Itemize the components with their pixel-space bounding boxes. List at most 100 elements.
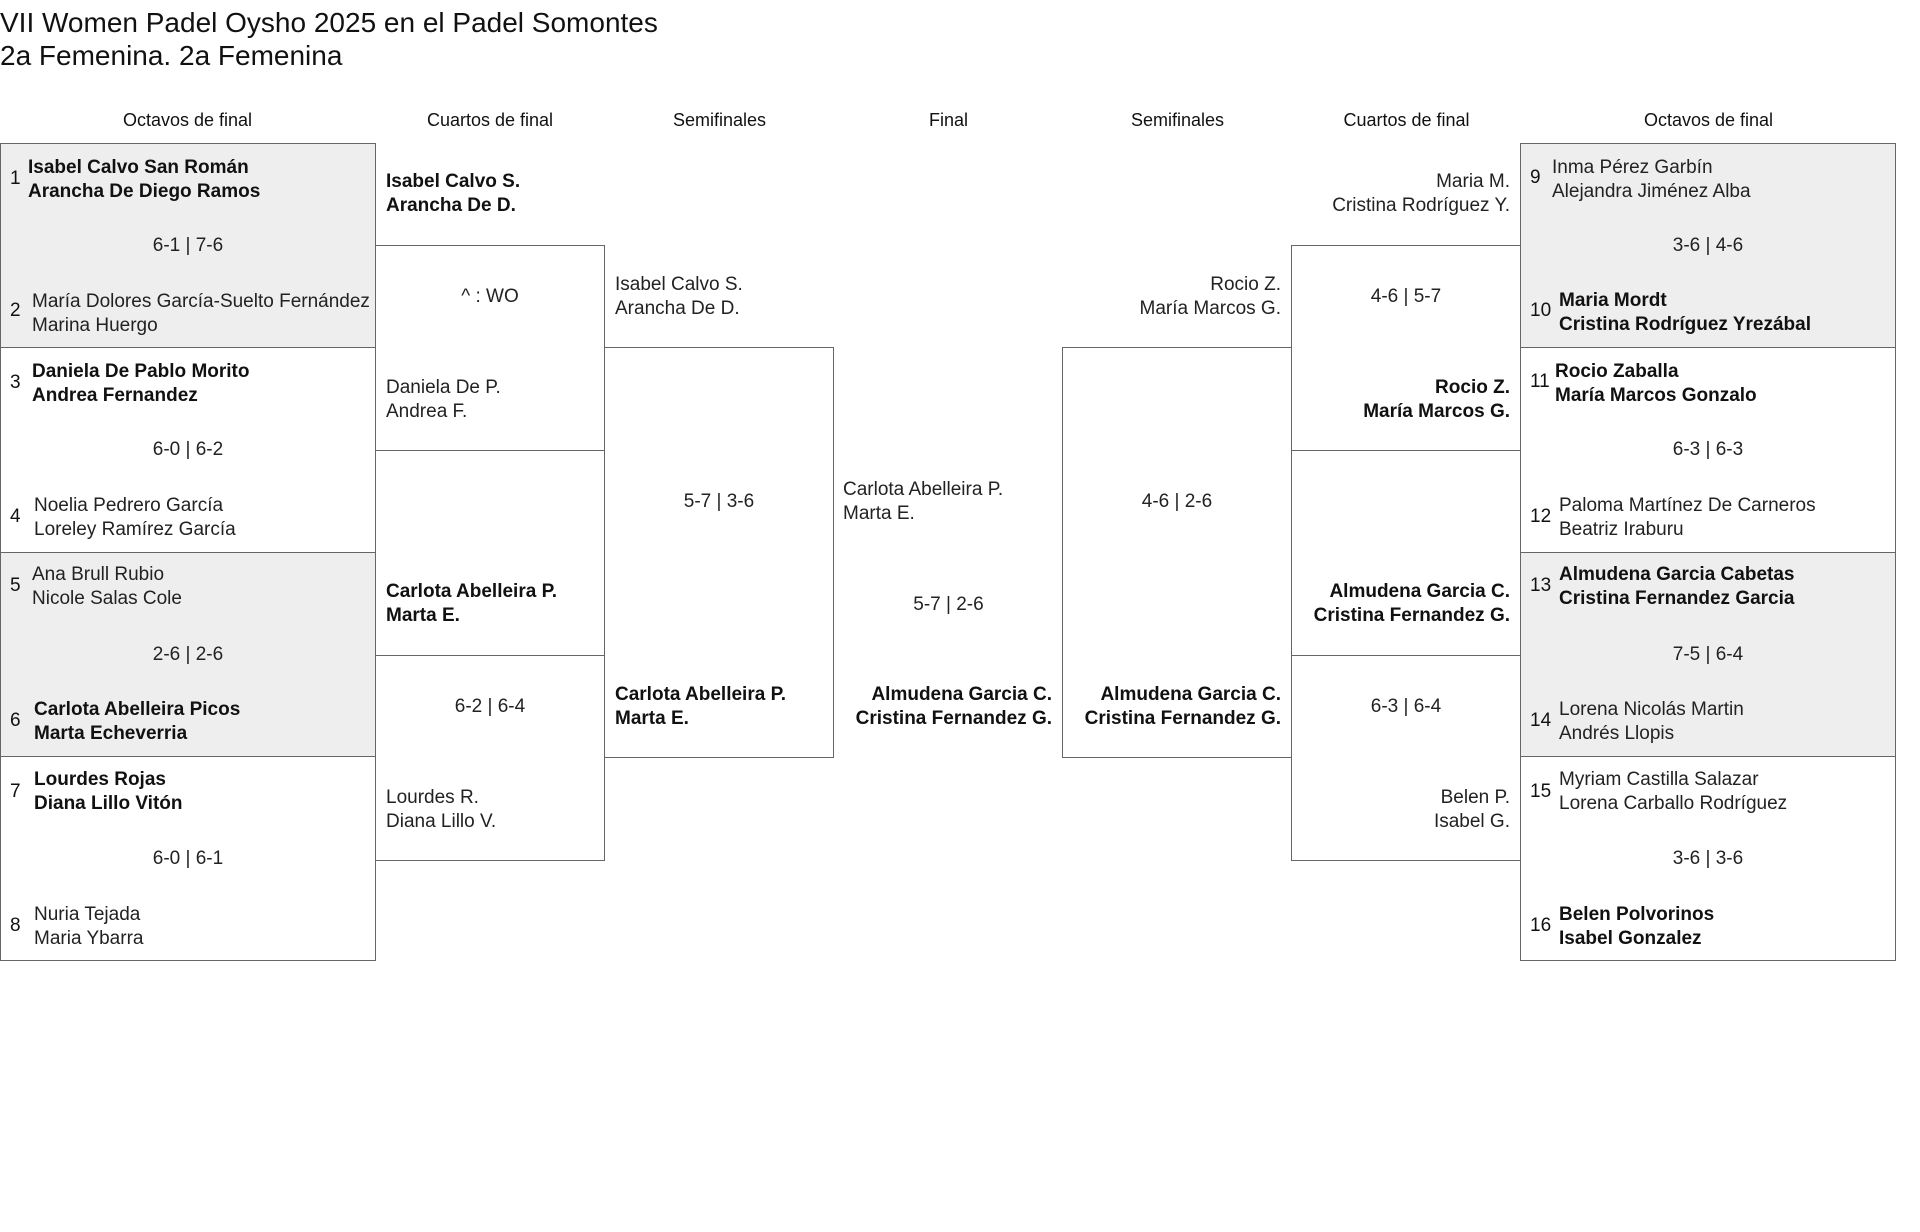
match-score: 6-1 | 7-6 <box>152 235 224 256</box>
player-name: Rocio Z. <box>1435 377 1510 398</box>
qf-2-team-top: Carlota Abelleira P.Marta E. <box>386 580 557 628</box>
player-name: Almudena Garcia C. <box>1100 684 1281 705</box>
player-name: Rocio Z. <box>1210 274 1281 295</box>
player-name: María Marcos G. <box>1139 298 1281 319</box>
player-name: Paloma Martínez De Carneros <box>1559 495 1816 516</box>
qf-3-team-bottom: Rocio Z. María Marcos G. <box>1292 376 1510 424</box>
player-name: María Dolores García-Suelto Fernández <box>32 291 370 312</box>
player-name: Lorena Carballo Rodríguez <box>1559 793 1788 814</box>
match-qf-4-frame[interactable] <box>1291 655 1521 861</box>
round-header-right-r16: Octavos de final <box>1643 110 1774 130</box>
seed-number: 16 <box>1530 915 1552 936</box>
match-sf-1-frame[interactable] <box>604 347 834 758</box>
match-qf-3-frame[interactable] <box>1291 245 1521 451</box>
player-name: Rocio Zaballa <box>1555 361 1679 382</box>
player-name: Isabel Calvo S. <box>615 274 743 295</box>
round-header-left-r16: Octavos de final <box>122 110 253 130</box>
player-name: Carlota Abelleira Picos <box>34 699 241 720</box>
player-name: Carlota Abelleira P. <box>615 684 787 705</box>
seed-number: 1 <box>10 168 21 189</box>
seed-number: 7 <box>10 781 21 802</box>
player-name: Almudena Garcia C. <box>1329 581 1510 602</box>
player-name: Arancha De D. <box>615 298 740 319</box>
page-title: VII Women Padel Oysho 2025 en el Padel S… <box>0 7 658 38</box>
final-team-top: Carlota Abelleira P. Marta E. <box>843 478 1003 526</box>
qf-1-score: ^ : WO <box>461 286 519 307</box>
player-name: Loreley Ramírez García <box>34 519 236 540</box>
player-name: Inma Pérez Garbín <box>1552 157 1713 178</box>
seed-number: 13 <box>1530 575 1552 596</box>
player-name: Lourdes R. <box>386 787 479 808</box>
player-name: Alejandra Jiménez Alba <box>1552 181 1751 202</box>
player-name: María Marcos Gonzalo <box>1555 385 1757 406</box>
seed-number: 2 <box>10 300 21 321</box>
player-name: Lourdes Rojas <box>34 769 166 790</box>
match-qf-1-frame[interactable] <box>375 245 605 451</box>
qf-3-team-top: Maria M. Cristina Rodríguez Y. <box>1292 170 1510 218</box>
seed-number: 4 <box>10 506 21 527</box>
match-score: 6-3 | 6-3 <box>1672 439 1744 460</box>
round-header-right-qf: Cuartos de final <box>1343 110 1470 130</box>
qf-2-score: 6-2 | 6-4 <box>454 696 526 717</box>
round-header-final: Final <box>928 110 968 130</box>
player-name: María Marcos G. <box>1363 401 1510 422</box>
qf-4-score: 6-3 | 6-4 <box>1370 696 1442 717</box>
sf-1-team-bottom: Carlota Abelleira P.Marta E. <box>615 683 786 731</box>
match-score: 6-0 | 6-2 <box>152 439 224 460</box>
seed-number: 5 <box>10 575 21 596</box>
qf-2-team-bottom: Lourdes R.Diana Lillo V. <box>386 786 496 834</box>
seed-number: 10 <box>1530 300 1552 321</box>
seed-number: 15 <box>1530 781 1552 802</box>
qf-4-team-bottom: Belen P.Isabel G. <box>1292 786 1510 834</box>
seed-number: 11 <box>1530 371 1550 392</box>
player-name: Marta Echeverria <box>34 723 188 744</box>
player-name: Carlota Abelleira P. <box>843 479 1004 500</box>
player-name: Cristina Fernandez G. <box>1084 708 1281 729</box>
player-name: Beatriz Iraburu <box>1559 519 1684 540</box>
player-name: Cristina Rodríguez Y. <box>1332 195 1510 216</box>
match-sf-2-frame[interactable] <box>1062 347 1292 758</box>
player-name: Maria Mordt <box>1559 290 1667 311</box>
player-name: Diana Lillo Vitón <box>34 793 183 814</box>
qf-4-team-top: Almudena Garcia C.Cristina Fernandez G. <box>1292 580 1510 628</box>
player-name: Andrea F. <box>386 401 468 422</box>
player-name: Cristina Rodríguez Yrezábal <box>1559 314 1811 335</box>
qf-3-score: 4-6 | 5-7 <box>1370 286 1442 307</box>
sf-2-team-bottom: Almudena Garcia C. Cristina Fernandez G. <box>1063 683 1281 731</box>
match-qf-2-frame[interactable] <box>375 655 605 861</box>
match-score: 3-6 | 4-6 <box>1672 235 1744 256</box>
sf-1-team-top: Isabel Calvo S. Arancha De D. <box>615 273 743 321</box>
player-name: Marina Huergo <box>32 315 158 336</box>
player-name: Ana Brull Rubio <box>32 564 165 585</box>
player-name: Andrea Fernandez <box>32 385 198 406</box>
player-name: Noelia Pedrero García <box>34 495 224 516</box>
player-name: Arancha De D. <box>386 195 516 216</box>
player-name: Almudena Garcia C. <box>871 684 1052 705</box>
player-name: Marta E. <box>843 503 915 524</box>
player-name: Maria Ybarra <box>34 928 144 949</box>
player-name: Isabel Calvo S. <box>386 171 521 192</box>
player-name: Arancha De Diego Ramos <box>28 181 261 202</box>
player-name: Maria M. <box>1436 171 1510 192</box>
